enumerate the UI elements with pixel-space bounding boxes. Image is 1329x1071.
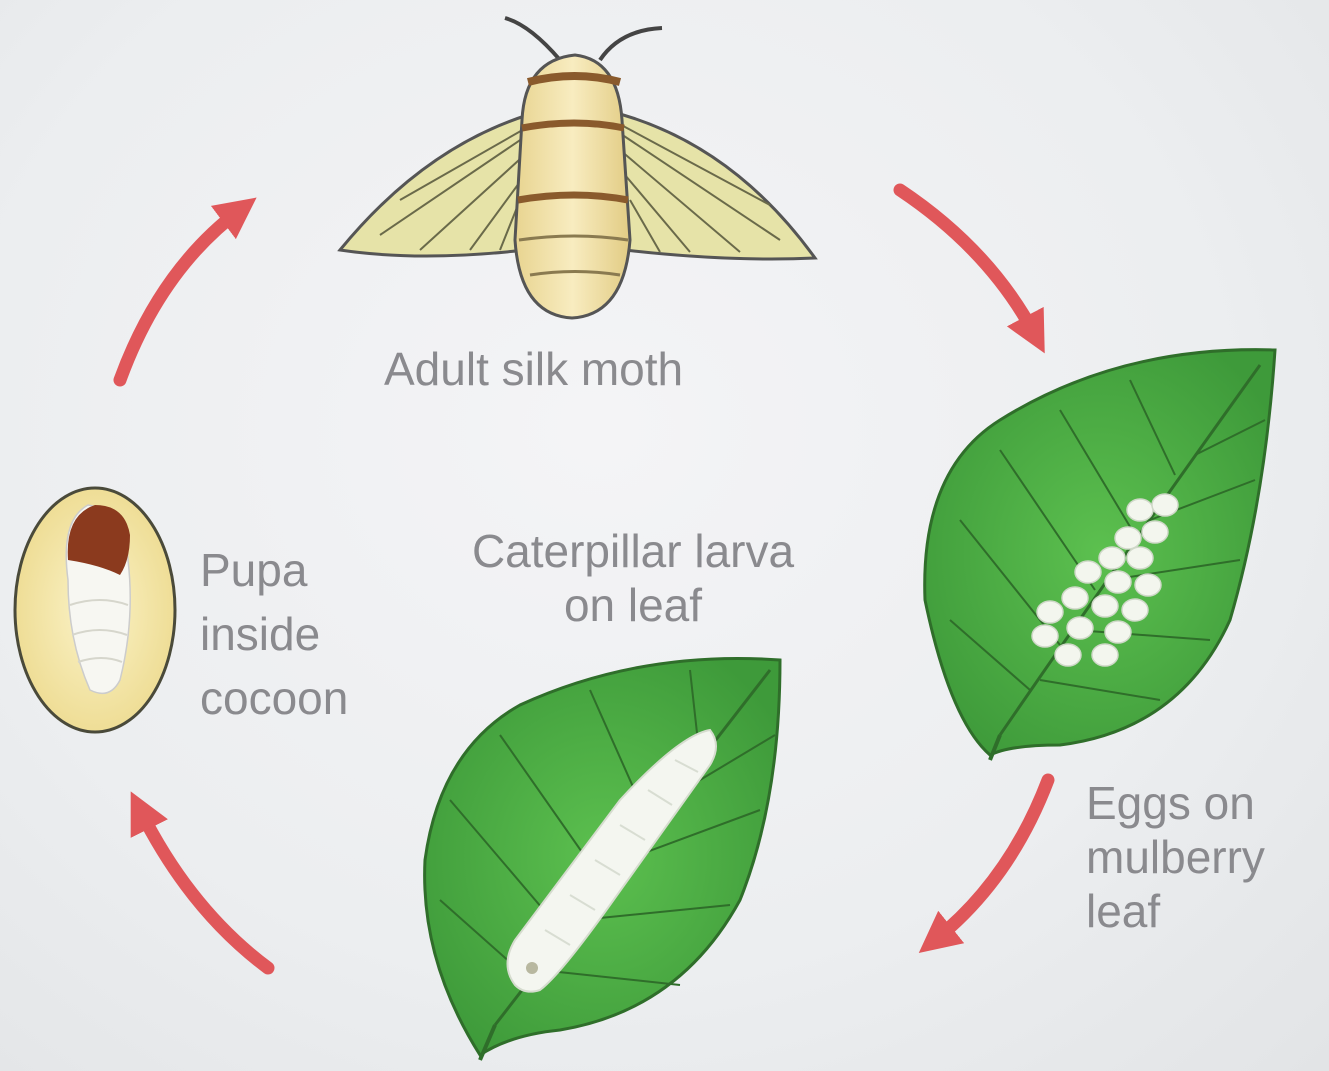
larva-on-leaf-illustration [425,658,780,1060]
arrow-larva-to-pupa [140,810,268,968]
adult-moth-illustration [340,18,815,318]
larva-label-line-1: Caterpillar larva [440,524,826,578]
eggs-label-line-3: leaf [1086,884,1265,938]
arrow-adult-to-eggs [900,190,1035,335]
pupa-label-line-3: cocoon [200,666,348,730]
pupa-label: Pupa inside cocoon [200,538,348,730]
arrow-eggs-to-larva [935,780,1048,940]
pupa-in-cocoon-illustration [15,488,175,732]
eggs-label-line-2: mulberry [1086,830,1265,884]
larva-label: Caterpillar larva on leaf [440,524,826,632]
adult-moth-label-text: Adult silk moth [384,342,683,396]
eggs-label-line-1: Eggs on [1086,776,1265,830]
pupa-label-line-1: Pupa [200,538,348,602]
adult-moth-label: Adult silk moth [384,342,683,396]
pupa-label-line-2: inside [200,602,348,666]
larva-label-line-2: on leaf [440,578,826,632]
eggs-label: Eggs on mulberry leaf [1086,776,1265,938]
eggs-on-leaf-illustration [925,350,1275,760]
arrow-pupa-to-adult [120,210,240,380]
